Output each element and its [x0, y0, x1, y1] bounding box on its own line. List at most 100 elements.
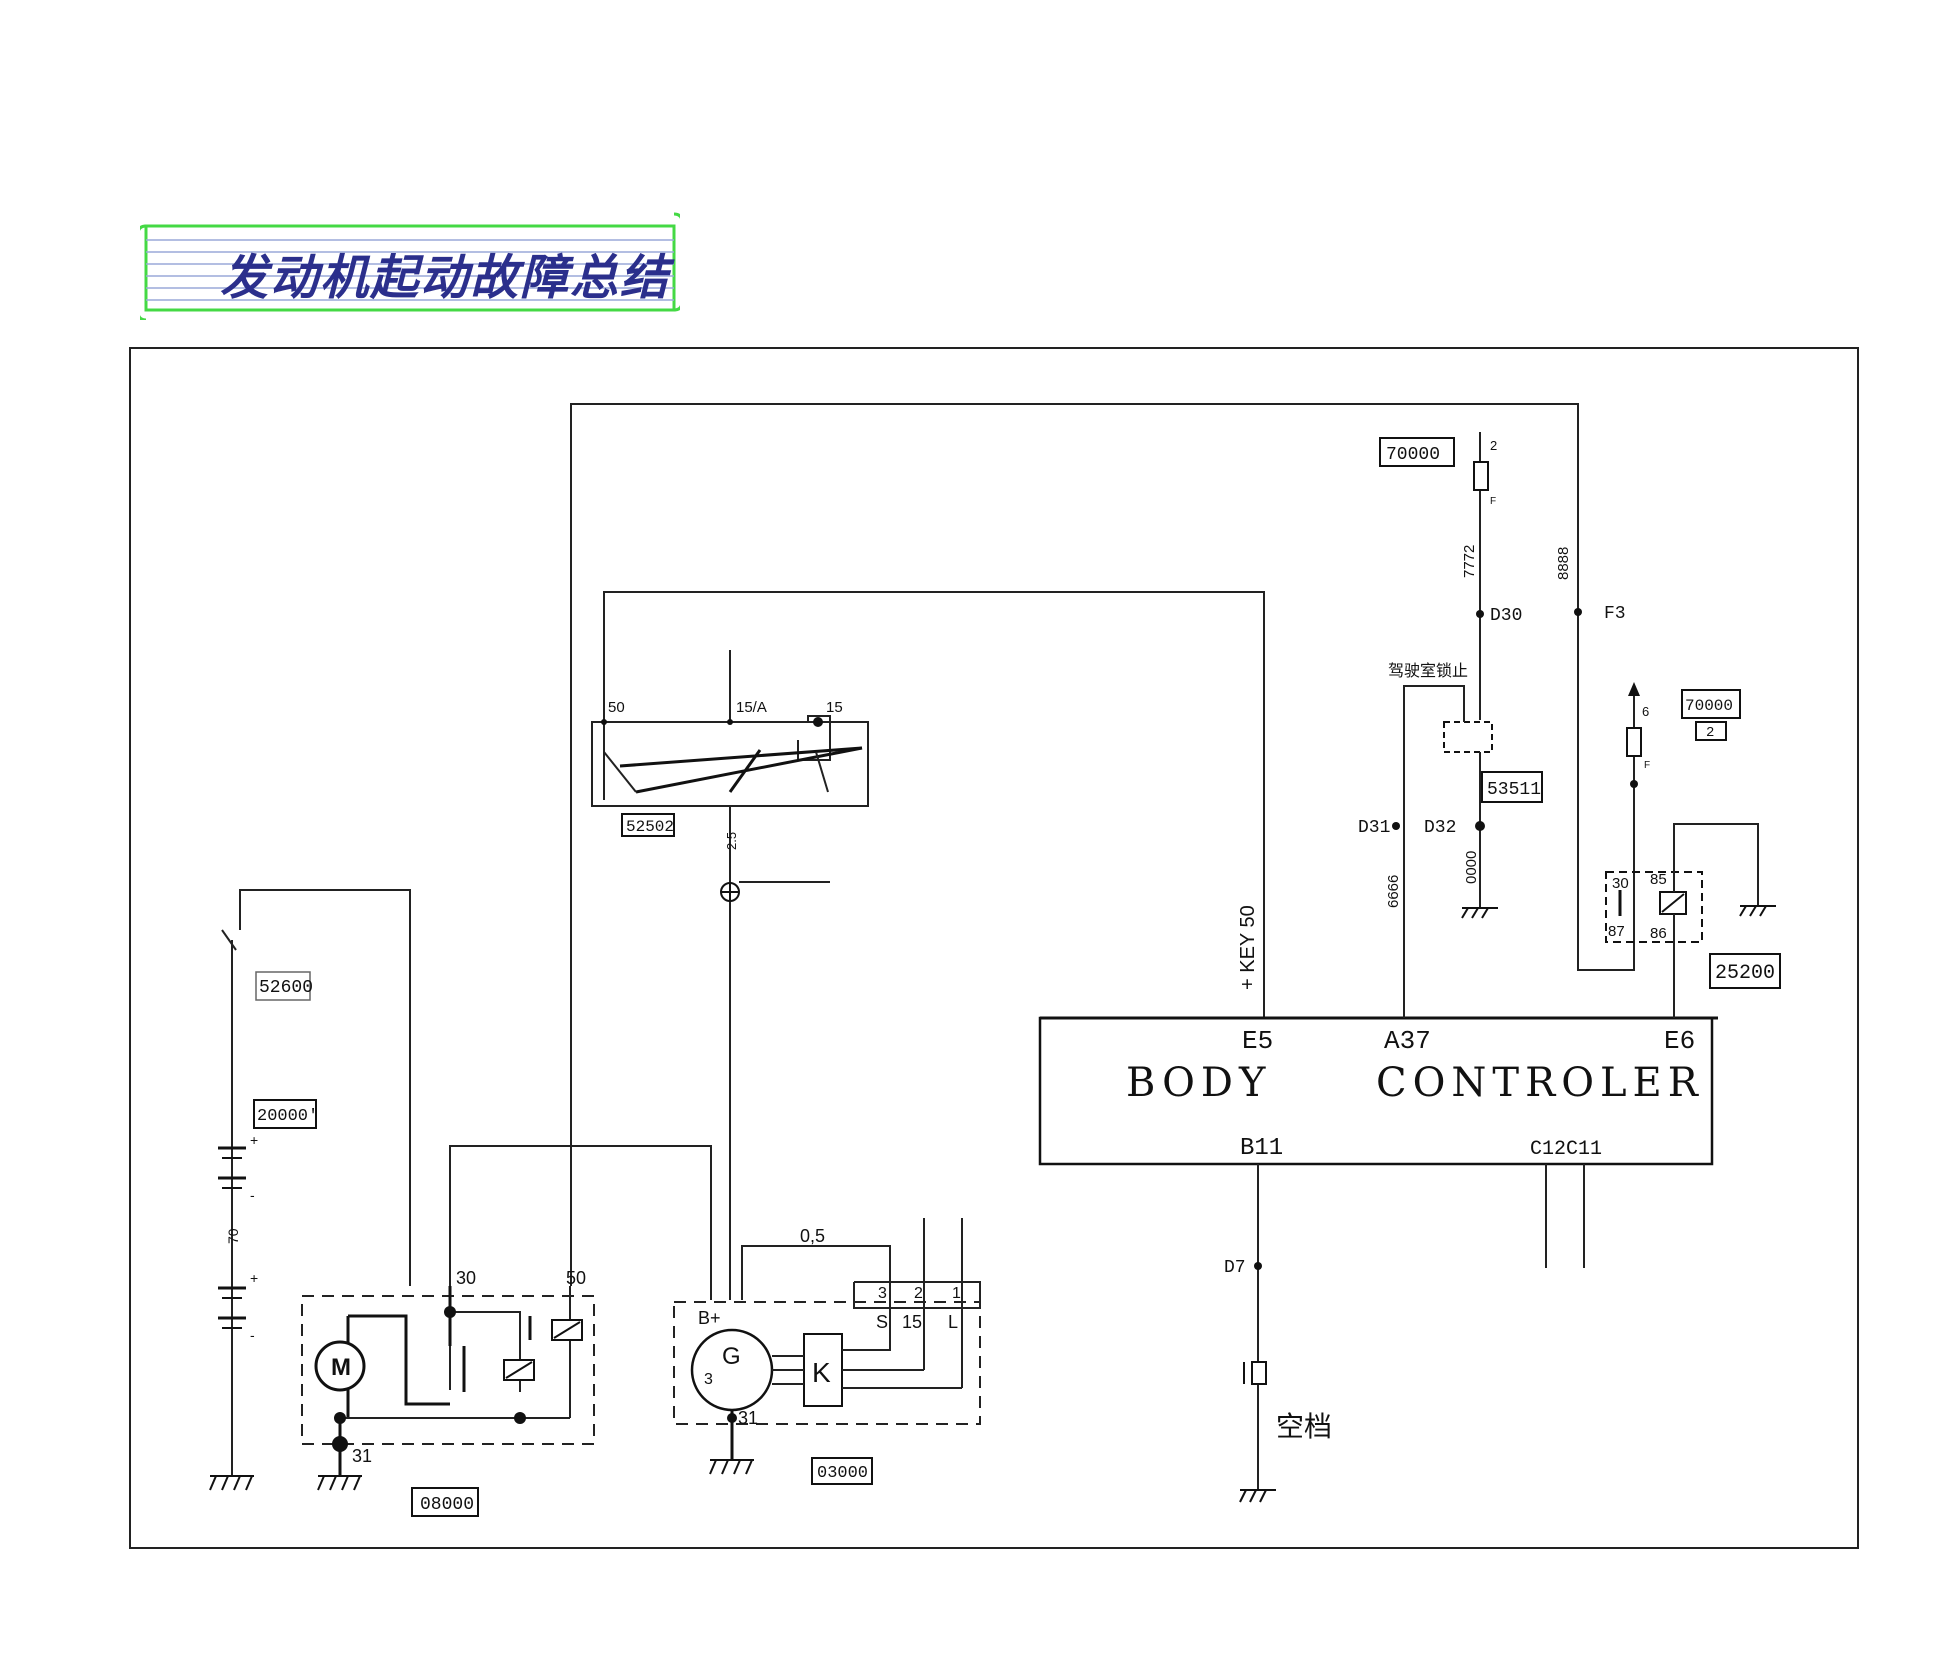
bat-70-label: 70	[225, 1228, 241, 1244]
r-30-label: 30	[1612, 875, 1629, 892]
sw-15a-label: 15/A	[736, 699, 767, 716]
component-20000	[253, 1099, 317, 1129]
motor-icon	[314, 1340, 366, 1392]
r-85-label: 85	[1650, 871, 1667, 888]
g-s-label: S	[876, 1312, 888, 1332]
pin-b11-label: B11	[1240, 1135, 1283, 1162]
fuse-icon	[1473, 461, 1489, 491]
generator-icon	[690, 1328, 774, 1412]
ground-icon	[709, 1459, 754, 1475]
switch-bar-low	[635, 746, 863, 794]
arrow-up-icon	[1628, 682, 1640, 696]
pin-a37-label: A37	[1384, 1026, 1431, 1056]
component-70000-sub	[1695, 721, 1727, 741]
pin-c12-label: C12	[1530, 1138, 1566, 1161]
switch-pin-15	[813, 717, 823, 727]
title-banner	[140, 212, 680, 320]
fuse-f-label: F	[1490, 496, 1496, 507]
neutral-label: 空档	[1276, 1411, 1332, 1442]
ground-icon	[1461, 907, 1498, 919]
switch-pin-50	[601, 719, 607, 725]
g-1-label: 1	[952, 1285, 961, 1302]
pin-c11-label: C11	[1566, 1138, 1602, 1161]
ground-icon	[317, 1475, 362, 1491]
body-controller-box	[1038, 1016, 1714, 1166]
ground-icon	[209, 1475, 254, 1491]
wire-7772-label: 7772	[1461, 545, 1478, 578]
fuse-6-label: 6	[1642, 704, 1649, 719]
r-86-label: 86	[1650, 925, 1667, 942]
component-08000	[411, 1487, 479, 1517]
battery-icon	[218, 1146, 246, 1329]
c52600-label: 52600	[259, 978, 313, 998]
switch-15-loop	[797, 715, 831, 761]
key50-label: + KEY 50	[1237, 905, 1259, 990]
d7-label: D7	[1224, 1258, 1246, 1278]
s-30-label: 30	[456, 1268, 476, 1288]
component-70000-right	[1681, 689, 1741, 719]
g-bplus-label: B+	[698, 1308, 721, 1328]
ground-icon	[1239, 1489, 1276, 1503]
generator-letter: G	[722, 1343, 741, 1370]
c08000-label: 08000	[420, 1495, 474, 1515]
wire-25-label: 2.5	[724, 832, 739, 850]
neutral-switch-icon	[1251, 1361, 1267, 1385]
bat-minus-2: -	[250, 1327, 255, 1343]
s-31-label: 31	[352, 1446, 372, 1466]
switch-blade-1	[603, 751, 637, 793]
wire-8888-label: 8888	[1555, 547, 1572, 580]
fuse-icon	[1626, 727, 1642, 757]
wire-6666	[1403, 685, 1465, 1018]
component-70000-top	[1379, 437, 1455, 467]
wire-6666-label: 6666	[1385, 875, 1402, 908]
wire-starter-generator	[449, 1145, 712, 1300]
fuse-52600-switch	[221, 929, 237, 951]
wire-52600-starter	[239, 889, 411, 1286]
g-l-label: L	[948, 1312, 958, 1332]
page-title: 发动机起动故障总结	[220, 250, 671, 306]
component-52502	[621, 813, 675, 837]
component-52600	[255, 971, 311, 1001]
d31-label: D31	[1358, 818, 1390, 838]
pin-e5-label: E5	[1242, 1026, 1273, 1056]
bat-minus-1: -	[250, 1187, 255, 1203]
relay-ground-wire	[1673, 823, 1759, 906]
s-50-label: 50	[566, 1268, 586, 1288]
c70000-sub-label: 2	[1706, 725, 1714, 741]
g-05-label: 0,5	[800, 1226, 825, 1246]
c53511-label: 53511	[1487, 780, 1541, 800]
ground-icon	[1739, 905, 1776, 917]
c70000-right-label: 70000	[1685, 697, 1733, 715]
generator-dashed-box	[673, 1301, 981, 1425]
switch-bar-top	[619, 746, 863, 768]
component-53511	[1481, 771, 1543, 803]
regulator-box	[803, 1333, 843, 1407]
g-2-label: 2	[914, 1285, 923, 1302]
bat-plus-1: +	[250, 1132, 258, 1148]
motor-letter: M	[331, 1354, 351, 1381]
c03000-label: 03000	[817, 1464, 868, 1483]
g-15-label: 15	[902, 1312, 922, 1332]
switch-blade-3	[815, 751, 829, 793]
wire-0.5	[741, 1245, 891, 1300]
controller-name-right: CONTROLER	[1376, 1060, 1704, 1106]
c25200-label: 25200	[1715, 962, 1775, 985]
cab-lock-label: 驾驶室锁止	[1388, 662, 1468, 680]
g-3-inner: 3	[704, 1371, 713, 1388]
bat-plus-2: +	[250, 1270, 258, 1286]
component-25200	[1709, 953, 1781, 989]
wire-key50	[603, 591, 1265, 1018]
cab-lock-relay	[1443, 721, 1493, 753]
regulator-letter: K	[812, 1357, 831, 1388]
diagram-frame	[129, 347, 1859, 1549]
r-87-label: 87	[1608, 923, 1625, 940]
fuse-f2-label: F	[1644, 760, 1650, 771]
switch-blade-2	[728, 749, 762, 793]
controller-name-left: BODY	[1126, 1060, 1271, 1106]
d32-label: D32	[1424, 818, 1456, 838]
f3-label: F3	[1604, 604, 1626, 624]
pin-e6-label: E6	[1664, 1026, 1695, 1056]
relay-25200-box	[1605, 871, 1703, 943]
fuse-2-label: 2	[1490, 438, 1497, 453]
